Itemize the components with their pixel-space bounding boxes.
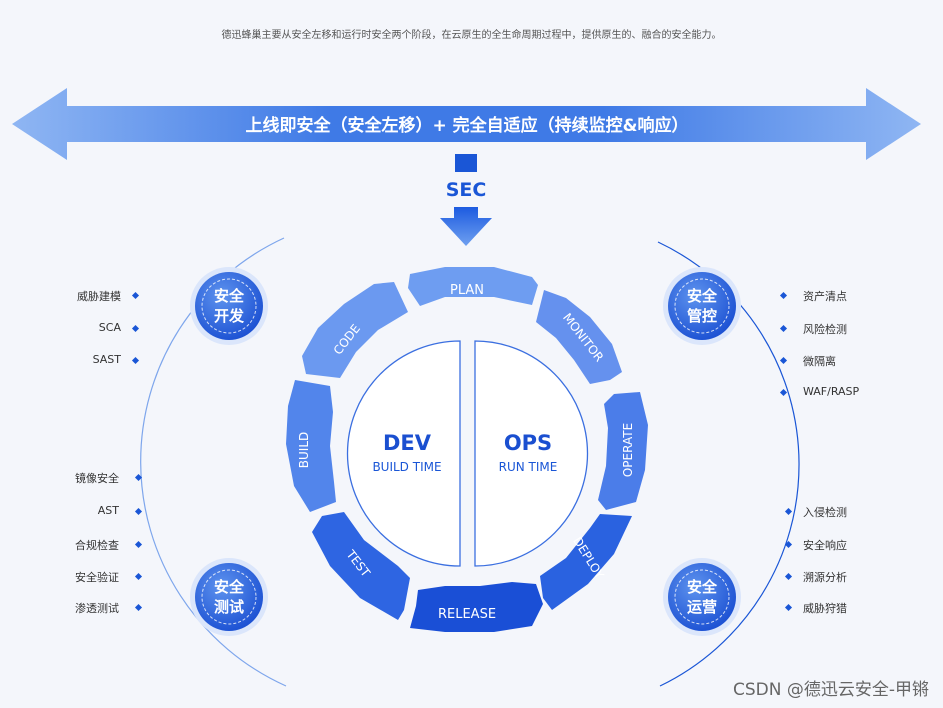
dev-subtitle: BUILD TIME [372, 460, 441, 474]
list-item: 安全响应 [803, 539, 847, 552]
badge-test-line2: 测试 [214, 598, 244, 616]
badge-secure-control: 安全 管控 [663, 267, 741, 345]
watermark-text: CSDN @德迅云安全-甲锵 [732, 680, 929, 700]
list-item: 威胁狩猎 [803, 602, 847, 615]
list-item: 渗透测试 [75, 602, 119, 615]
segment-release [410, 582, 543, 632]
label-operate: OPERATE [621, 423, 635, 477]
badge-ctrl-line2: 管控 [687, 307, 717, 325]
list-item: 溯源分析 [803, 571, 847, 584]
intro-text: 德迅蜂巢主要从安全左移和运行时安全两个阶段，在云原生的全生命周期过程中，提供原生… [221, 30, 722, 41]
segment-operate [598, 392, 648, 510]
list-item: 微隔离 [803, 355, 836, 368]
segment-test [312, 512, 410, 620]
list-item: 镜像安全 [75, 472, 119, 485]
segment-monitor [536, 290, 622, 384]
badge-secure-test: 安全 测试 [190, 558, 268, 636]
label-plan: PLAN [450, 283, 484, 298]
sec-down-arrow [440, 207, 492, 246]
list-item: SCA [98, 321, 121, 334]
segment-plan [408, 267, 538, 306]
list-item: 资产清点 [803, 290, 847, 303]
list-item: 风险检测 [803, 323, 847, 336]
ops-half [474, 340, 589, 567]
badge-dev-line1: 安全 [214, 287, 245, 305]
sec-label: SEC [446, 179, 487, 201]
segment-code [302, 282, 408, 378]
banner-arrow [12, 88, 921, 160]
dev-half [346, 340, 461, 567]
list-item: AST [97, 504, 119, 517]
segment-deploy [540, 514, 632, 610]
ops-title: OPS [504, 431, 552, 455]
sec-bar [455, 154, 477, 172]
badge-ops-line2: 运营 [687, 598, 717, 616]
list-item: 安全验证 [75, 571, 119, 584]
badge-test-line1: 安全 [214, 578, 245, 596]
segment-build [286, 380, 336, 512]
ring-segments [286, 267, 648, 632]
badge-dev-line2: 开发 [214, 307, 245, 325]
label-release: RELEASE [438, 607, 496, 622]
badge-secure-ops: 安全 运营 [663, 558, 741, 636]
badge-ops-line1: 安全 [687, 578, 718, 596]
badge-ctrl-line1: 安全 [687, 287, 718, 305]
list-item: SAST [92, 353, 121, 366]
list-item: 合规检查 [75, 539, 119, 552]
list-item: WAF/RASP [803, 385, 860, 398]
list-item: 威胁建模 [77, 290, 121, 303]
list-item: 入侵检测 [803, 506, 847, 519]
dev-title: DEV [383, 431, 432, 455]
banner-text: 上线即安全（安全左移）+ 完全自适应（持续监控&响应） [246, 115, 689, 136]
label-build: BUILD [297, 432, 311, 468]
ops-subtitle: RUN TIME [499, 460, 558, 474]
badge-secure-dev: 安全 开发 [190, 267, 268, 345]
